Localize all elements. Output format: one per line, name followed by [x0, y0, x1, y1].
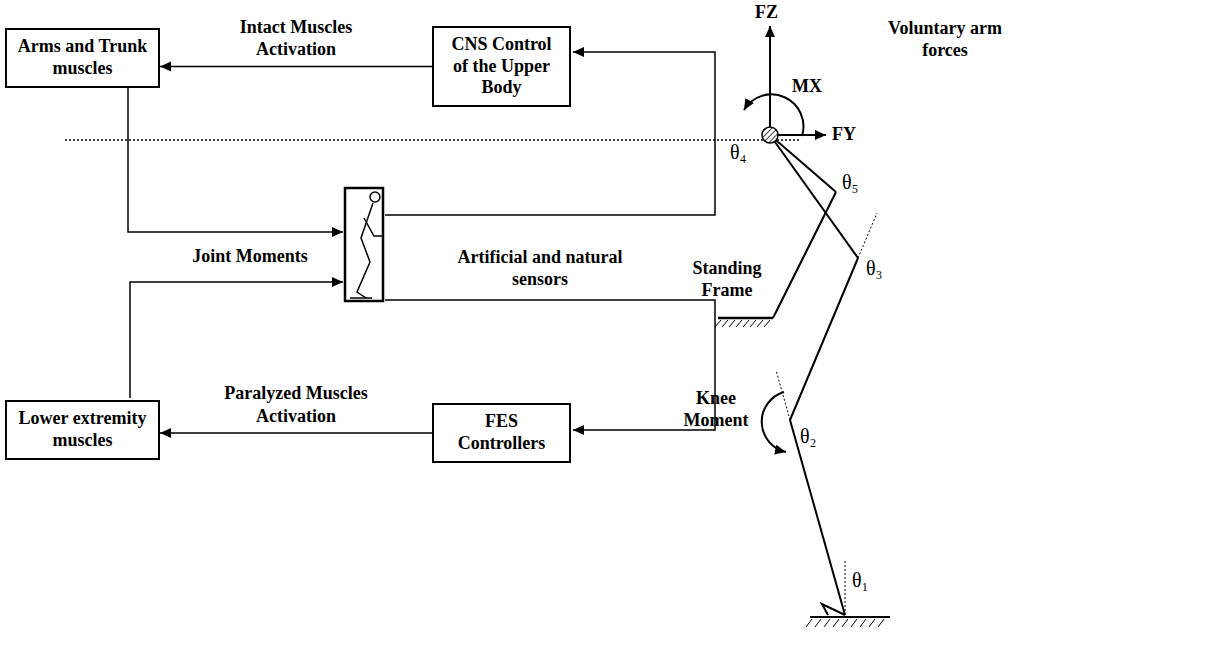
annotation-label: Joint Moments [180, 246, 320, 268]
joint-moment-wire [128, 88, 343, 232]
activation-arrow [160, 432, 432, 434]
extension-line [858, 213, 877, 258]
hatch-stroke [729, 320, 735, 327]
link-model [718, 26, 890, 617]
head [370, 192, 380, 202]
thigh-segment [790, 258, 858, 420]
arm [364, 218, 382, 236]
annotation-label: FY [832, 124, 872, 146]
box-label: Lower extremity muscles [15, 408, 150, 451]
hatch-stroke [878, 619, 884, 627]
body-leg [357, 203, 373, 298]
hand-joint [762, 127, 778, 143]
divider-line [65, 139, 800, 141]
ground-line [810, 616, 890, 618]
hatch-stroke [815, 619, 821, 627]
hatch-stroke [736, 320, 742, 327]
process-box: Arms and Trunk muscles [5, 28, 160, 88]
annotation-label: Artificial and natural sensors [440, 247, 640, 290]
hatch-stroke [715, 320, 721, 327]
hatch-stroke [750, 320, 756, 327]
hatch-stroke [860, 619, 866, 627]
foot-segment [822, 604, 845, 615]
figure-frame [345, 188, 383, 301]
joint-moment-wire [130, 282, 343, 398]
hatch-stroke [869, 619, 875, 627]
person-icon [345, 188, 383, 301]
hatch-stroke [743, 320, 749, 327]
forearm-segment [770, 135, 836, 192]
annotation-label: MX [792, 76, 832, 98]
upper-arm-segment [773, 192, 836, 318]
foot [350, 297, 372, 299]
annotation-label: Voluntary arm forces [880, 18, 1010, 61]
annotation-label: θ₅ [842, 170, 878, 194]
standing-frame [718, 317, 773, 320]
hatch-stroke [833, 619, 839, 627]
hatch-stroke [722, 320, 728, 327]
box-label: Arms and Trunk muscles [15, 36, 150, 79]
annotation-label: θ₁ [852, 568, 888, 592]
hatch-stroke [764, 320, 770, 327]
annotation-label: Knee Moment [676, 388, 756, 431]
annotation-label: θ₃ [866, 256, 902, 280]
hatch-stroke [851, 619, 857, 627]
annotation-label: FZ [755, 2, 795, 24]
process-box: FES Controllers [432, 403, 571, 463]
process-box: Lower extremity muscles [5, 400, 160, 460]
shank-segment [790, 420, 845, 615]
hatch-stroke [757, 320, 763, 327]
activation-arrow [160, 66, 432, 68]
hatch-stroke [842, 619, 848, 627]
hatch-stroke [806, 619, 812, 627]
trunk-segment [770, 135, 858, 258]
hatch-stroke [824, 619, 830, 627]
edge-label: Intact Muscles Activation [221, 16, 371, 61]
force-arrow [769, 26, 771, 128]
annotation-label: θ₂ [800, 424, 836, 448]
process-box: CNS Control of the Upper Body [432, 26, 571, 107]
box-label: CNS Control of the Upper Body [442, 34, 561, 99]
annotation-label: Standing Frame [688, 258, 766, 301]
edge-label: Paralyzed Muscles Activation [221, 382, 371, 427]
knee-moment-arrow [762, 392, 786, 452]
box-label: FES Controllers [442, 411, 561, 454]
extension-line [845, 560, 846, 615]
feedback-wires [65, 52, 800, 430]
annotation-label: θ₄ [730, 140, 766, 164]
